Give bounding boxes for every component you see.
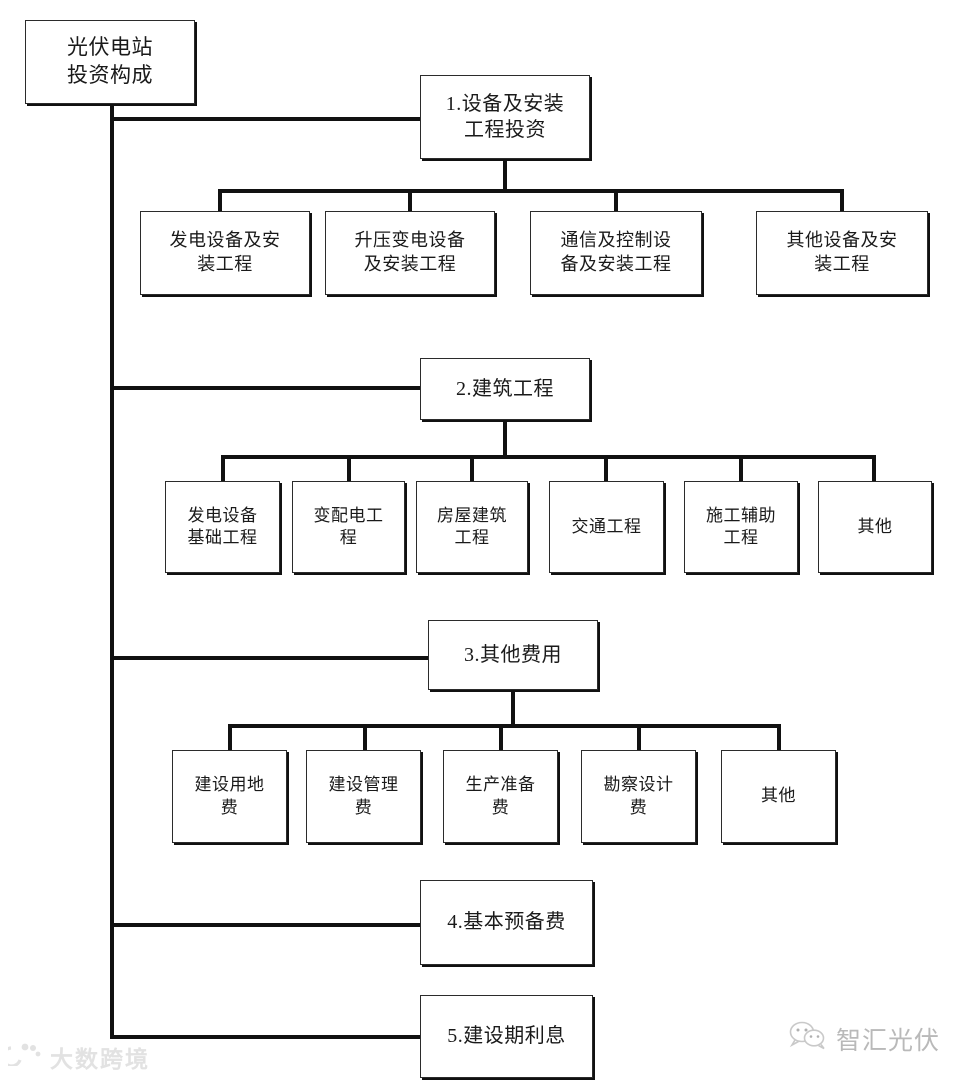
riser-line-s1-c3 (614, 189, 618, 211)
riser-line-s2-c3 (470, 455, 474, 481)
riser-line-s3-c2 (363, 724, 367, 750)
node-root-label: 光伏电站 投资构成 (67, 35, 153, 87)
branch-line-section-4 (110, 923, 422, 927)
branch-line-section-2 (110, 386, 422, 390)
watermark-right-label: 智汇光伏 (836, 1026, 941, 1055)
node-s3-child-1-label: 建设用地 费 (194, 775, 265, 817)
node-section-4[interactable]: 4.基本预备费 (420, 880, 593, 965)
node-s3-child-3-label: 生产准备 费 (465, 775, 536, 817)
drop-line-section-2 (503, 420, 507, 457)
riser-line-s1-c4 (840, 189, 844, 211)
node-s2-child-3[interactable]: 房屋建筑 工程 (416, 481, 528, 573)
node-s3-child-3[interactable]: 生产准备 费 (443, 750, 558, 843)
drop-line-section-3 (511, 690, 515, 726)
node-section-2[interactable]: 2.建筑工程 (420, 358, 590, 420)
bus-line-section-2 (221, 455, 875, 459)
riser-line-s1-c2 (408, 189, 412, 211)
drop-line-section-1 (503, 159, 507, 192)
riser-line-s3-c5 (777, 724, 781, 750)
node-section-4-label: 4.基本预备费 (447, 911, 566, 934)
riser-line-s3-c3 (499, 724, 503, 750)
node-s2-child-5-label: 施工辅助 工程 (706, 505, 776, 547)
node-s1-child-1[interactable]: 发电设备及安 装工程 (140, 211, 310, 295)
node-section-3-label: 3.其他费用 (464, 643, 562, 666)
branch-line-section-1 (110, 117, 422, 121)
node-root[interactable]: 光伏电站 投资构成 (25, 20, 195, 104)
node-s1-child-4[interactable]: 其他设备及安 装工程 (756, 211, 928, 295)
node-section-5-label: 5.建设期利息 (447, 1025, 566, 1048)
node-s1-child-3-label: 通信及控制设 备及安装工程 (560, 230, 672, 274)
bus-line-section-3 (228, 724, 780, 728)
node-s2-child-6[interactable]: 其他 (818, 481, 932, 573)
riser-line-s1-c1 (218, 189, 222, 211)
branch-line-section-3 (110, 656, 430, 660)
node-s2-child-4-label: 交通工程 (571, 516, 642, 536)
node-s2-child-2-label: 变配电工 程 (313, 505, 384, 547)
branch-line-section-5 (110, 1035, 422, 1039)
riser-line-s3-c4 (637, 724, 641, 750)
watermark-left: 大数跨境 (0, 1040, 150, 1074)
node-s2-child-2[interactable]: 变配电工 程 (292, 481, 405, 573)
node-s3-child-4-label: 勘察设计 费 (603, 775, 674, 817)
node-section-2-label: 2.建筑工程 (456, 377, 554, 400)
node-s1-child-3[interactable]: 通信及控制设 备及安装工程 (530, 211, 702, 295)
node-s3-child-2[interactable]: 建设管理 费 (306, 750, 421, 843)
node-s3-child-4[interactable]: 勘察设计 费 (581, 750, 696, 843)
node-s3-child-2-label: 建设管理 费 (328, 775, 399, 817)
node-s2-child-5[interactable]: 施工辅助 工程 (684, 481, 798, 573)
node-s2-child-4[interactable]: 交通工程 (549, 481, 664, 573)
riser-line-s3-c1 (228, 724, 232, 750)
riser-line-s2-c2 (347, 455, 351, 481)
node-s2-child-1-label: 发电设备 基础工程 (187, 505, 258, 547)
watermark-left-label: 大数跨境 (50, 1046, 150, 1072)
node-section-5[interactable]: 5.建设期利息 (420, 995, 593, 1078)
node-section-1-label: 1.设备及安装 工程投资 (445, 92, 565, 141)
node-s1-child-2[interactable]: 升压变电设备 及安装工程 (325, 211, 495, 295)
trunk-line (110, 103, 114, 1038)
riser-line-s2-c1 (221, 455, 225, 481)
wechat-icon (788, 1020, 828, 1057)
node-section-3[interactable]: 3.其他费用 (428, 620, 598, 690)
paw-logo-icon (0, 1042, 42, 1072)
node-s2-child-1[interactable]: 发电设备 基础工程 (165, 481, 280, 573)
node-s1-child-2-label: 升压变电设备 及安装工程 (354, 230, 466, 274)
riser-line-s2-c4 (604, 455, 608, 481)
riser-line-s2-c6 (872, 455, 876, 481)
riser-line-s2-c5 (739, 455, 743, 481)
node-s1-child-1-label: 发电设备及安 装工程 (169, 230, 281, 274)
node-s3-child-5[interactable]: 其他 (721, 750, 836, 843)
watermark-right: 智汇光伏 (788, 1020, 940, 1057)
node-s2-child-3-label: 房屋建筑 工程 (437, 505, 507, 547)
node-s1-child-4-label: 其他设备及安 装工程 (786, 230, 898, 274)
node-section-1[interactable]: 1.设备及安装 工程投资 (420, 75, 590, 159)
bus-line-section-1 (218, 189, 843, 193)
node-s3-child-1[interactable]: 建设用地 费 (172, 750, 287, 843)
node-s3-child-5-label: 其他 (761, 786, 796, 806)
node-s2-child-6-label: 其他 (857, 516, 893, 536)
